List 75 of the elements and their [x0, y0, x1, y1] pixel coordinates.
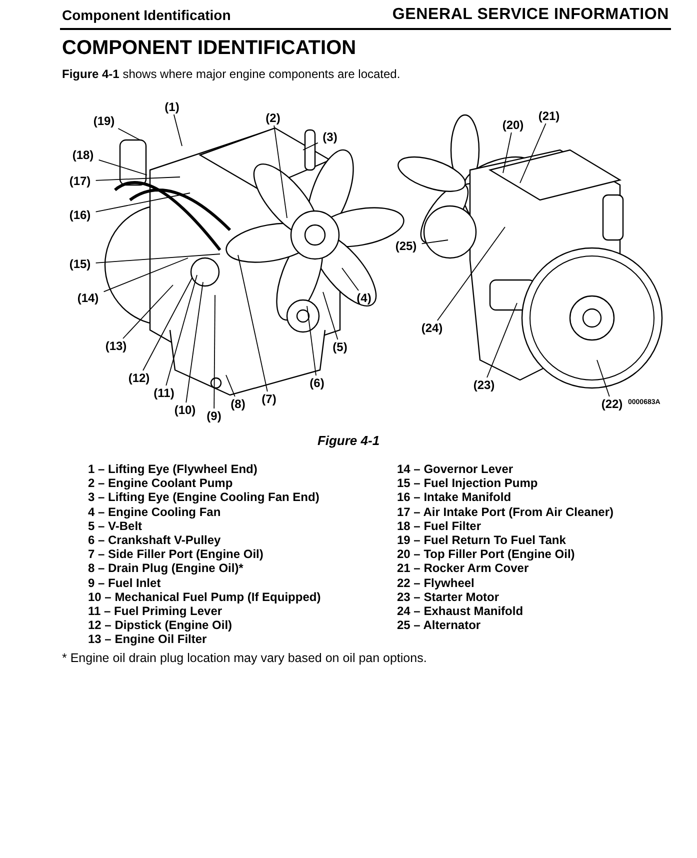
leader-line: [214, 294, 216, 409]
leader-line: [166, 274, 198, 386]
leader-line: [421, 240, 448, 244]
legend-item: 9 – Fuel Inlet: [88, 576, 161, 590]
legend-item: 19 – Fuel Return To Fuel Tank: [397, 533, 566, 547]
callout-number: (22): [601, 397, 623, 411]
callout-number: (15): [69, 257, 91, 271]
callout-number: (18): [72, 148, 94, 162]
legend-item: 23 – Starter Motor: [397, 590, 500, 604]
callout-number: (3): [322, 130, 338, 144]
leader-line: [520, 123, 546, 184]
leader-line: [238, 254, 268, 392]
legend-item: 7 – Side Filler Port (Engine Oil): [88, 547, 264, 562]
leader-line: [118, 128, 140, 140]
legend-item: 3 – Lifting Eye (Engine Cooling Fan End): [88, 490, 320, 504]
legend-item: 10 – Mechanical Fuel Pump (If Equipped): [88, 590, 321, 604]
legend-item: 4 – Engine Cooling Fan: [88, 504, 221, 519]
leader-line: [142, 278, 192, 371]
leader-line: [502, 132, 512, 174]
callout-number: (10): [174, 403, 196, 417]
leader-line: [98, 159, 148, 176]
legend-item: 17 – Air Intake Port (From Air Cleaner): [397, 504, 614, 519]
leader-line: [122, 284, 174, 339]
callout-number: (16): [69, 208, 91, 222]
leader-line: [186, 282, 204, 403]
legend-item: 13 – Engine Oil Filter: [88, 632, 207, 646]
callout-number: (6): [310, 376, 324, 390]
legend-item: 20 – Top Filler Port (Engine Oil): [397, 547, 575, 562]
callout-number: (21): [538, 109, 560, 123]
legend-item: 8 – Drain Plug (Engine Oil)*: [88, 561, 244, 576]
legend-item: 12 – Dipstick (Engine Oil): [88, 618, 232, 632]
leader-line: [436, 226, 506, 321]
leader-line: [173, 114, 182, 146]
footnote: * Engine oil drain plug location may vary based on oil pan options.: [62, 651, 427, 665]
callout-number: (14): [77, 291, 99, 305]
callout-number: (13): [105, 339, 127, 353]
callout-number: (1): [164, 100, 180, 114]
callout-number: (25): [395, 239, 417, 253]
legend-item: 2 – Engine Coolant Pump: [88, 476, 233, 490]
leader-line: [486, 302, 518, 378]
intro-text: Figure 4-1 shows where major engine components are located.: [62, 67, 400, 81]
callout-number: (24): [421, 321, 443, 335]
leader-line: [95, 192, 190, 212]
legend-item: 11 – Fuel Priming Lever: [88, 604, 222, 618]
page-title: COMPONENT IDENTIFICATION: [62, 37, 356, 60]
legend-item: 18 – Fuel Filter: [397, 518, 482, 533]
callout-number: (4): [356, 291, 372, 305]
callout-number: (2): [266, 111, 280, 125]
callout-number: (5): [332, 340, 348, 354]
legend-item: 21 – Rocker Arm Cover: [397, 561, 529, 576]
callout-number: (23): [473, 378, 495, 392]
callout-number: (12): [128, 371, 150, 385]
leader-line: [302, 142, 318, 150]
callout-number: (19): [93, 114, 115, 128]
legend-item: 6 – Crankshaft V-Pulley: [88, 533, 221, 547]
callout-number: (17): [69, 174, 91, 188]
legend-item: 22 – Flywheel: [397, 576, 474, 590]
figure-caption: Figure 4-1: [316, 433, 381, 448]
leader-line: [226, 374, 236, 397]
section-header: GENERAL SERVICE INFORMATION: [392, 6, 669, 24]
page-header: Component Identification: [62, 7, 231, 23]
legend-item: 25 – Alternator: [397, 618, 481, 632]
callout-number: (20): [502, 118, 524, 132]
legend-item: 15 – Fuel Injection Pump: [397, 476, 538, 490]
legend-item: 16 – Intake Manifold: [397, 490, 512, 504]
legend-item: 1 – Lifting Eye (Flywheel End): [88, 462, 258, 476]
legend-item: 5 – V-Belt: [88, 518, 142, 533]
legend-item: 24 – Exhaust Manifold: [397, 604, 524, 618]
callout-number: (11): [154, 386, 174, 400]
callout-number: (7): [262, 392, 276, 406]
legend-item: 14 – Governor Lever: [397, 462, 514, 476]
leader-line: [306, 306, 316, 376]
callout-number: (8): [230, 397, 246, 411]
callout-number: (9): [206, 409, 222, 423]
leader-line: [95, 176, 180, 181]
